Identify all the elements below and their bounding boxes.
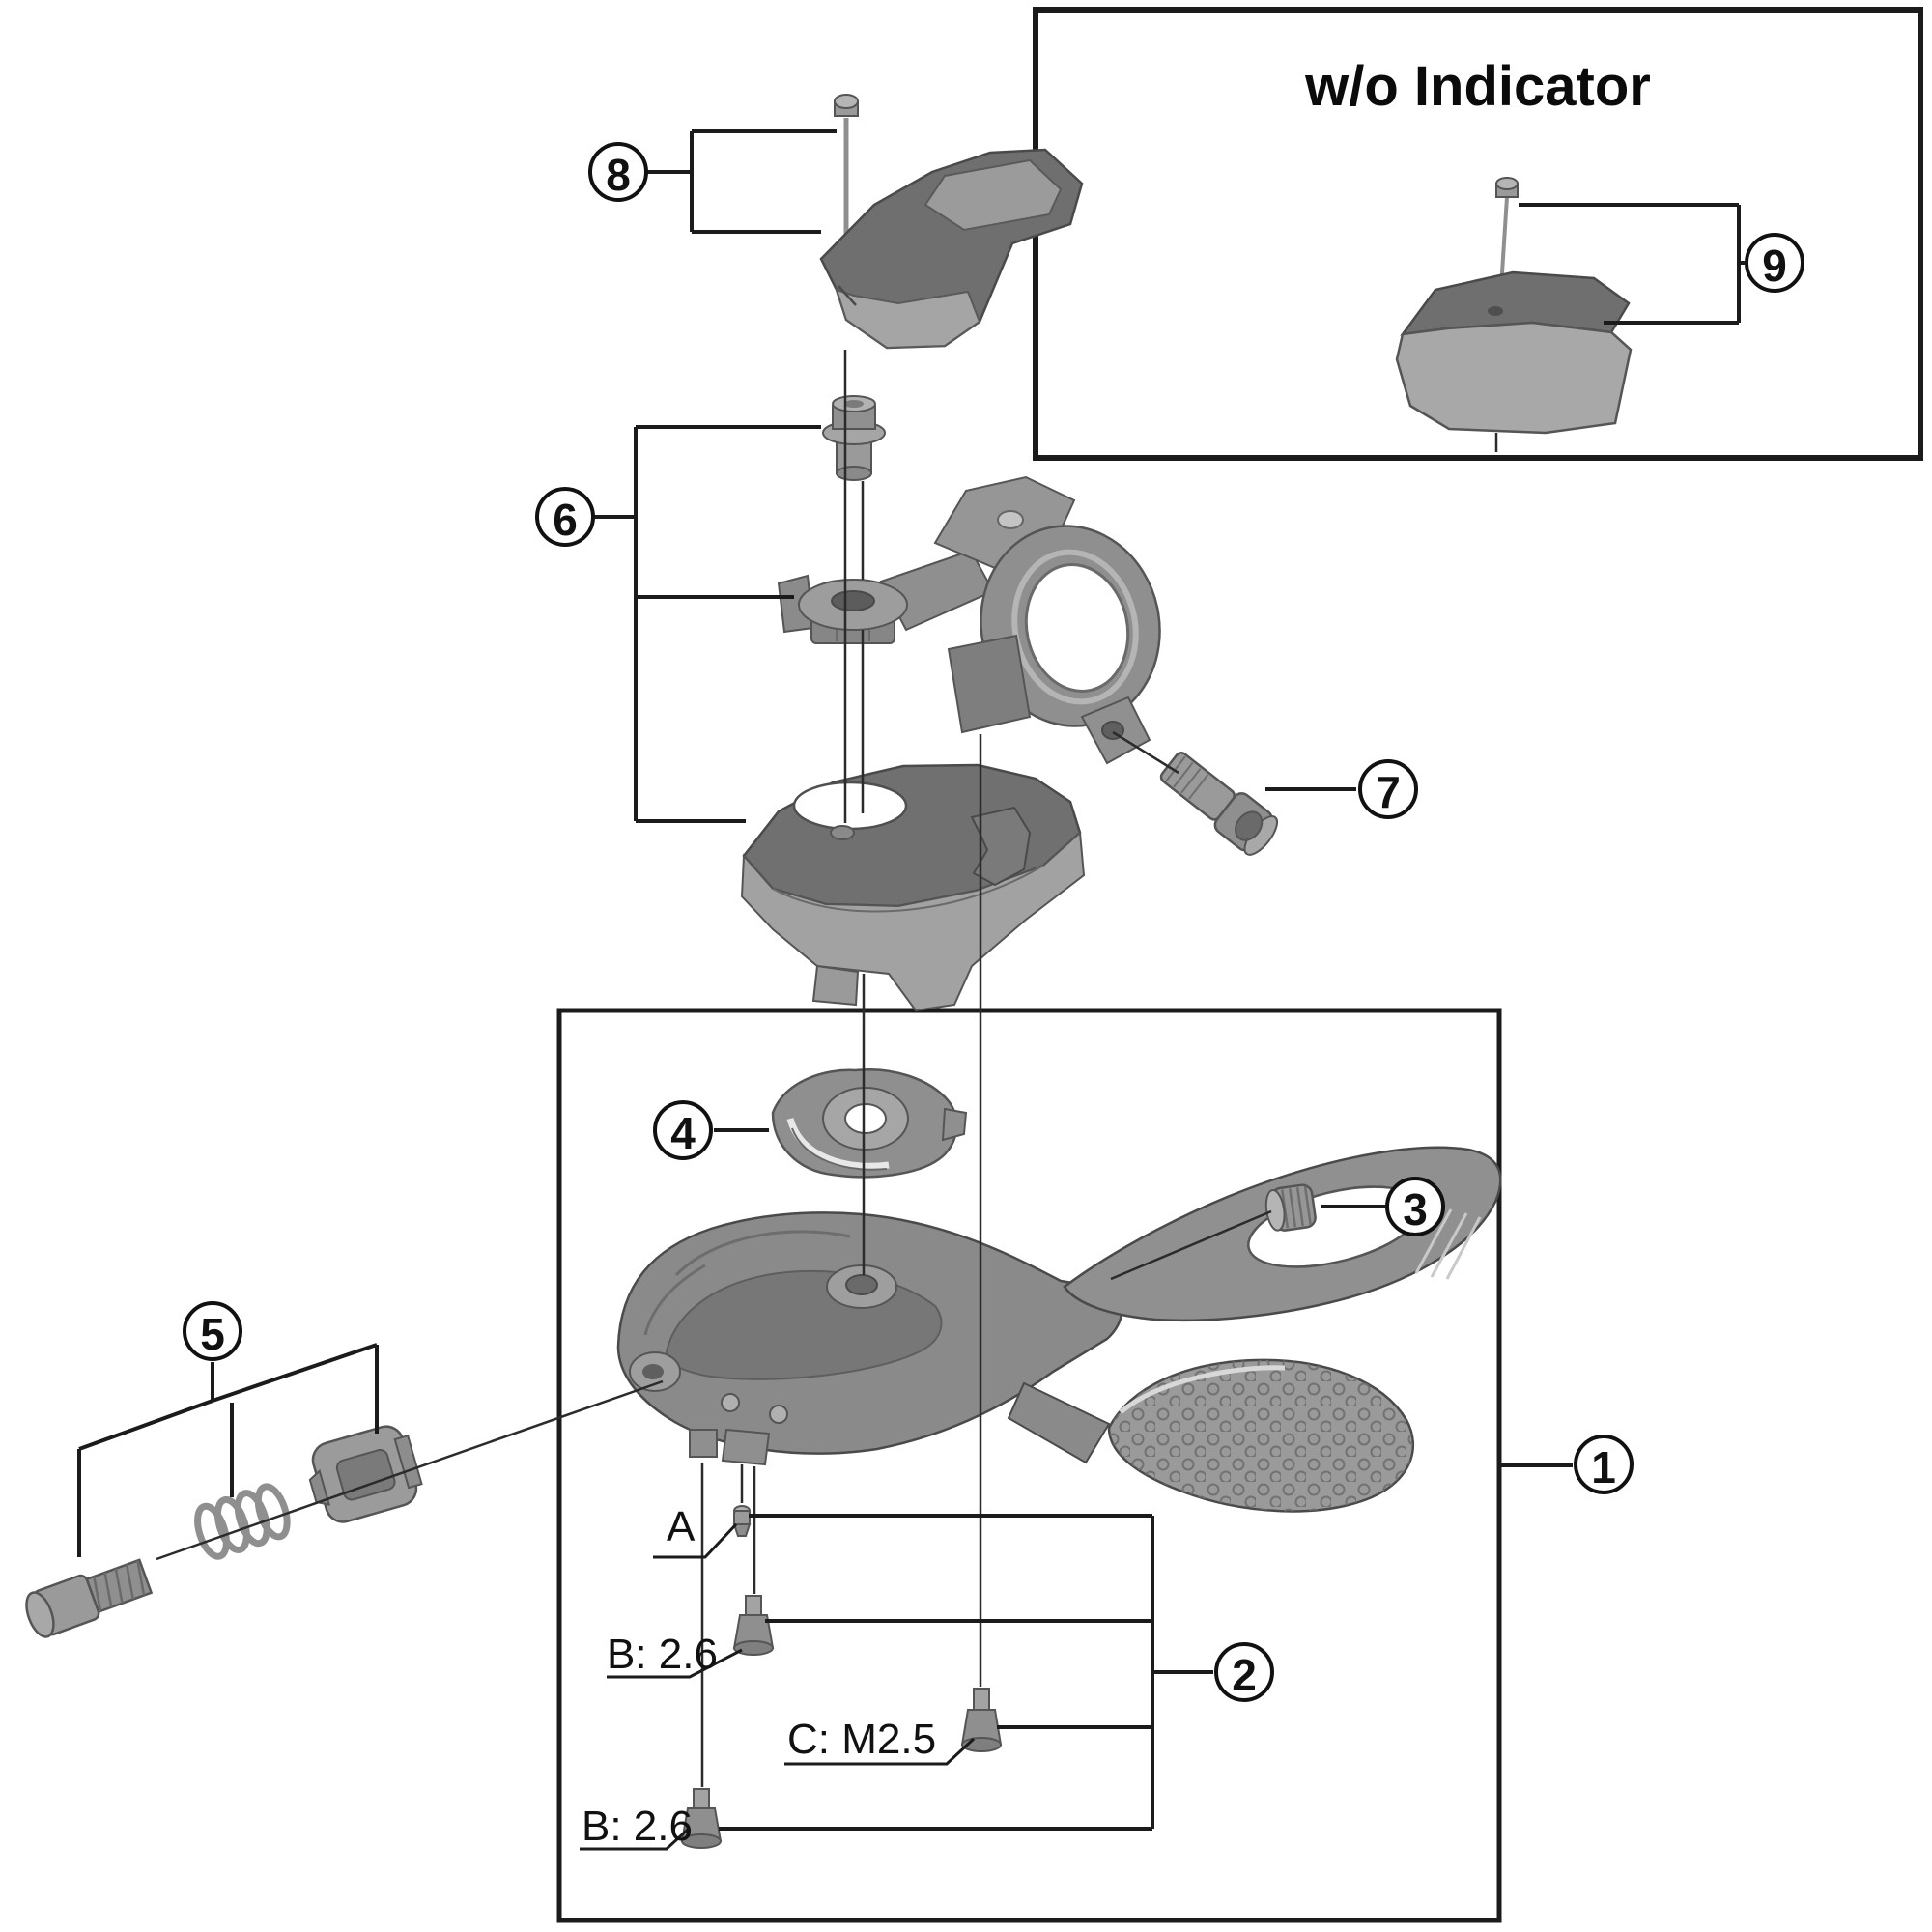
callout-5: 5 (183, 1301, 242, 1361)
callout-8: 8 (588, 142, 648, 202)
indicator-cover (819, 148, 1084, 350)
label-screw-b-upper: B: 2.6 (607, 1631, 718, 1678)
clamp-nut (777, 574, 908, 644)
label-leader-c (784, 1737, 976, 1766)
callout-3: 3 (1385, 1177, 1445, 1236)
bracket-5 (77, 1343, 379, 1557)
set-screw-b-lower (680, 1788, 723, 1849)
cover-fixing-bolt (822, 395, 886, 481)
label-screw-c: C: M2.5 (787, 1716, 937, 1763)
base-cover (740, 763, 1086, 1012)
takeup-spring-plate (771, 1068, 968, 1179)
bracket-9 (1519, 203, 1745, 325)
adjust-spring (194, 1483, 291, 1560)
inset-title: w/o Indicator (1305, 55, 1651, 118)
inset-screw (1495, 177, 1519, 289)
callout-6: 6 (535, 487, 595, 547)
cable-adjust-bolt (25, 1558, 154, 1638)
label-leader-b-lower (580, 1826, 692, 1851)
construction-lines (156, 350, 1272, 1787)
callout-9: 9 (1745, 233, 1804, 293)
label-screw-a: A (667, 1503, 696, 1550)
set-screw-a (732, 1505, 752, 1537)
cable-holder (308, 1425, 423, 1523)
set-screw-b-upper (732, 1595, 775, 1656)
set-screw-c (960, 1688, 1003, 1752)
label-leaders (580, 1522, 976, 1851)
clamp-bolt (1159, 752, 1279, 856)
callout-brackets (77, 129, 1745, 1831)
inset-cover (1395, 270, 1633, 452)
callout-4: 4 (653, 1100, 713, 1160)
bracket-2 (719, 1514, 1213, 1831)
bracket-8 (647, 129, 837, 234)
lever-end-cap (1264, 1183, 1317, 1232)
release-lever-paddle (1007, 1358, 1415, 1513)
label-screw-b-lower: B: 2.6 (582, 1803, 693, 1850)
main-lever (1063, 1146, 1502, 1322)
callout-1: 1 (1574, 1435, 1634, 1494)
callout-2: 2 (1214, 1642, 1274, 1702)
bracket-6 (593, 425, 821, 823)
label-leader-a (653, 1522, 738, 1559)
label-leader-b-upper (607, 1648, 743, 1679)
callout-7: 7 (1358, 759, 1418, 819)
indicator-screw (834, 94, 859, 238)
handlebar-clamp-band (879, 475, 1161, 765)
